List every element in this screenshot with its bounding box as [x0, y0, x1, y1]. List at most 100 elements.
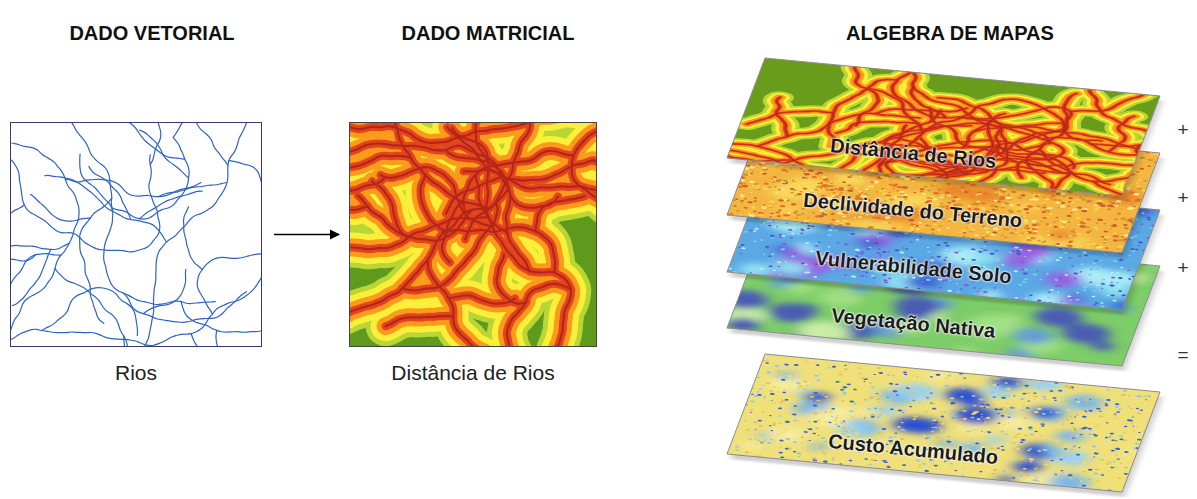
cost-dot-spot — [1088, 410, 1093, 412]
cost-dot-spot — [745, 429, 750, 431]
cost-patch-spot — [1011, 460, 1045, 475]
river-line — [10, 205, 24, 231]
cost-dot-spot — [882, 460, 887, 462]
cost-dot-spot — [821, 394, 824, 395]
cost-dot-spot — [1063, 472, 1068, 474]
map-ground — [10, 122, 262, 347]
cost-dot-spot — [1096, 480, 1100, 482]
cost-dot-spot — [841, 400, 845, 402]
cost-dot-spot — [1086, 403, 1088, 404]
cost-dot-spot — [793, 405, 797, 407]
soil-dot-spot — [964, 257, 967, 258]
cost-dot-spot — [802, 388, 807, 390]
cost-dot-spot — [1003, 380, 1006, 381]
soil-dot-spot — [791, 255, 796, 257]
soil-dot-spot — [1121, 294, 1126, 296]
cost-dot-spot — [868, 382, 873, 384]
river-line — [65, 179, 201, 197]
cost-dot-spot — [1081, 485, 1086, 487]
cost-dot-spot — [777, 391, 781, 393]
soil-dot-spot — [1071, 265, 1074, 266]
soil-dot-spot — [797, 233, 800, 234]
cost-dot-spot — [811, 390, 815, 392]
cost-dot-spot — [1134, 432, 1137, 433]
cost-dot-spot — [1093, 456, 1096, 457]
cost-dot-spot — [1065, 418, 1069, 420]
river-band-path — [386, 316, 454, 326]
cost-dot-spot — [1072, 389, 1075, 390]
cost-dot-spot — [981, 431, 983, 432]
cost-dot-spot — [756, 391, 760, 393]
cost-dot-spot — [853, 389, 857, 391]
cost-dot-spot — [992, 473, 995, 474]
cost-dot-spot — [1043, 464, 1048, 466]
cost-dot-spot — [870, 386, 875, 388]
cost-dot-spot — [1081, 427, 1086, 429]
cost-dot-spot — [875, 398, 881, 400]
cost-dot-spot — [1074, 416, 1077, 417]
cost-dot-spot — [1121, 393, 1127, 395]
cost-dot-spot — [1074, 429, 1077, 430]
soil-dot-spot — [781, 235, 786, 237]
soil-dot-spot — [1083, 286, 1089, 288]
cost-dot-spot — [1068, 466, 1072, 468]
cost-dot-spot — [796, 452, 802, 455]
cost-dot-spot — [1036, 466, 1038, 467]
cost-dot-spot — [1090, 459, 1093, 460]
cost-dot-spot — [764, 420, 767, 421]
vector-map — [0, 103, 281, 364]
soil-dot-spot — [843, 274, 847, 276]
cost-dot-spot — [831, 408, 835, 410]
cost-dot-spot — [966, 430, 971, 432]
cost-dot-spot — [816, 364, 820, 366]
cost-dot-spot — [1146, 395, 1151, 397]
cost-dot-spot — [756, 377, 760, 379]
cost-dot-spot — [735, 444, 740, 446]
cost-dot-spot — [900, 429, 905, 431]
soil-dot-spot — [759, 268, 764, 270]
cost-dot-spot — [1111, 439, 1115, 441]
cost-dot-spot — [820, 437, 825, 439]
cost-dot-spot — [930, 376, 934, 378]
soil-dot-spot — [778, 274, 782, 276]
cost-dot-spot — [788, 385, 791, 386]
cost-dot-spot — [912, 418, 916, 420]
soil-dot-spot — [1069, 299, 1073, 301]
cost-dot-spot — [1056, 429, 1059, 430]
soil-dot-spot — [765, 246, 770, 248]
cost-dot-spot — [777, 370, 780, 371]
cost-dot-spot — [840, 389, 845, 391]
cost-dot-spot — [1087, 469, 1092, 471]
soil-dot-spot — [874, 239, 879, 241]
cost-dot-spot — [769, 415, 772, 416]
cost-dot-spot — [816, 409, 820, 411]
cost-dot-spot — [831, 457, 835, 459]
cost-dot — [727, 354, 1160, 492]
soil-dot-spot — [754, 228, 759, 230]
river-band — [349, 122, 597, 347]
cost-dot-spot — [779, 439, 784, 441]
cost-dot-spot — [824, 421, 827, 422]
soil-patch-spot — [978, 290, 1004, 301]
soil-dot-spot — [1089, 281, 1093, 283]
soil-dot-spot — [1145, 212, 1150, 214]
cost-dot-spot — [870, 459, 876, 461]
cost-dot-spot — [992, 384, 998, 386]
cost-dot-spot — [944, 414, 948, 416]
cost-patch-spot — [803, 391, 832, 404]
cost-patch-spot — [1062, 393, 1106, 412]
soil-dot-spot — [789, 237, 793, 239]
cost-dot-spot — [1033, 476, 1035, 477]
river-band-path — [386, 316, 454, 326]
cost-dot-spot — [1071, 465, 1074, 466]
cost-dot-spot — [784, 428, 790, 431]
cost-dot-spot — [1062, 430, 1067, 432]
cost-dot-spot — [1126, 419, 1132, 422]
cost-patch-spot — [1029, 406, 1060, 420]
river-line — [10, 155, 160, 252]
cost-dot-spot — [796, 420, 801, 422]
cost-dot-spot — [1105, 463, 1109, 465]
cost-dot-spot — [892, 390, 898, 393]
cost-dot-spot — [909, 406, 912, 407]
cost-dot-spot — [1034, 431, 1038, 433]
